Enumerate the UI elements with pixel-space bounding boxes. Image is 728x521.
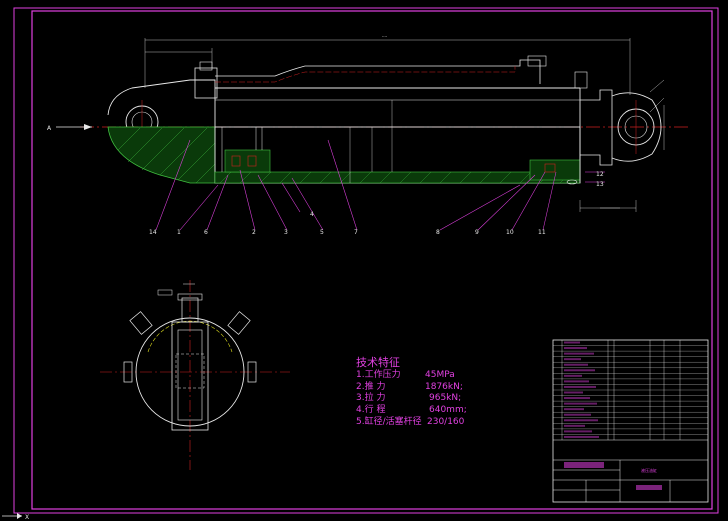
outer-frame xyxy=(13,7,719,514)
bom-grid xyxy=(553,345,708,435)
end-view-right-port xyxy=(227,311,251,335)
bom-cell-text-mark xyxy=(564,347,587,350)
bom-cell-text-mark xyxy=(564,374,582,377)
oil-tube-outer xyxy=(215,59,541,84)
tech-spec-block: 技术特征 1.工作压力 45MPa 2.推 力 1876kN; 3.拉 力 96… xyxy=(356,355,467,427)
bom-cell-text-mark xyxy=(564,380,589,383)
piston-seal-2 xyxy=(247,155,257,167)
left-clevis-section xyxy=(107,126,216,184)
leader-lines xyxy=(155,139,605,231)
end-view-clevis-inner xyxy=(177,329,203,421)
part-number-2: 2 xyxy=(252,229,256,236)
bom-cell-text-mark xyxy=(564,358,581,361)
title-block-stamp xyxy=(636,485,662,490)
barrel-wall-hatch xyxy=(214,171,581,184)
part-number-14: 14 xyxy=(149,229,157,236)
right-clevis-outline xyxy=(611,92,662,162)
title-block: 液压油缸 xyxy=(552,339,709,503)
end-view-left-port xyxy=(129,311,153,335)
tech-spec-label-1: 1.工作压力 xyxy=(356,368,401,380)
oil-tube-center xyxy=(215,66,516,83)
end-view-rod-hidden xyxy=(175,353,205,389)
bom-columns xyxy=(561,340,681,440)
end-view-top-port-cap xyxy=(177,293,203,301)
end-view-left-lug xyxy=(123,361,133,383)
part-number-8: 8 xyxy=(436,229,440,236)
end-view-right-lug xyxy=(247,361,257,383)
bom-cell-text-mark xyxy=(564,413,591,416)
part-number-13: 13 xyxy=(596,181,604,188)
tech-spec-label-3: 3.拉 力 xyxy=(356,391,385,403)
end-view-bolt-circle xyxy=(147,320,233,353)
tech-spec-label-4: 4.行 程 xyxy=(356,403,385,415)
arrow-head xyxy=(84,124,92,130)
left-port-cap xyxy=(199,61,213,71)
piston-section xyxy=(224,149,271,173)
part-number-10: 10 xyxy=(506,229,514,236)
part-number-11: 11 xyxy=(538,229,546,236)
part-number-5: 5 xyxy=(320,229,324,236)
bom-cell-text-mark xyxy=(564,424,585,427)
right-port-cap xyxy=(527,55,547,67)
end-view-top-port xyxy=(181,297,199,323)
part-number-4: 4 xyxy=(310,211,314,218)
end-view-lower-arc xyxy=(135,371,245,427)
title-block-lower xyxy=(553,439,708,502)
part-number-9: 9 xyxy=(475,229,479,236)
title-block-company-box xyxy=(564,462,604,468)
title-block-frame xyxy=(552,339,709,503)
tech-spec-label-5: 5.缸径/活塞杆径 xyxy=(356,415,422,427)
barrel-wall-hatch-lines xyxy=(219,171,572,184)
tech-spec-value-4: 640mm; xyxy=(429,405,467,415)
bom-cell-text-mark xyxy=(564,385,596,388)
title-block-drawing-name: 液压油缸 xyxy=(641,467,657,473)
bom-cell-text-mark xyxy=(564,435,599,438)
left-hatch xyxy=(117,127,216,184)
part-number-6: 6 xyxy=(204,229,208,236)
bom-cell-text-mark xyxy=(564,391,583,394)
cylinder-section-view: A xyxy=(47,34,690,236)
gland-seal xyxy=(544,163,556,173)
part-number-7: 7 xyxy=(354,229,358,236)
tech-spec-value-3: 965kN; xyxy=(429,393,461,403)
gland-bolt xyxy=(566,179,578,185)
section-marker-label: A xyxy=(47,125,52,132)
left-port-block xyxy=(194,67,218,99)
bom-cell-text-mark xyxy=(564,363,588,366)
end-view-note-box xyxy=(157,289,173,296)
bom-cell-text-mark xyxy=(564,430,592,433)
bom-cell-text-mark xyxy=(564,352,594,355)
bom-cell-text-mark xyxy=(564,341,580,344)
tech-spec-title: 技术特征 xyxy=(356,355,400,369)
rod-end-flange xyxy=(574,71,588,89)
bom-cell-text-mark xyxy=(564,402,597,405)
end-view-upper-arc xyxy=(135,317,245,373)
bom-cell-text-mark xyxy=(564,408,584,411)
bom-cell-text-mark xyxy=(564,369,595,372)
part-number-3: 3 xyxy=(284,229,288,236)
end-view xyxy=(100,280,290,470)
bom-cell-text-mark xyxy=(564,397,590,400)
tech-spec-value-2: 1876kN; xyxy=(425,382,463,392)
bom-cell-fills xyxy=(564,341,599,438)
rod-end-neck xyxy=(580,89,613,166)
inner-frame xyxy=(31,10,713,510)
left-clevis-outline xyxy=(107,79,216,127)
part-number-1: 1 xyxy=(177,229,181,236)
bom-cell-text-mark xyxy=(564,419,598,422)
ucs-icon: X xyxy=(2,513,29,521)
tech-spec-value-5: 230/160 xyxy=(427,417,465,427)
piston-seal xyxy=(231,155,241,167)
dim-overall: ···· xyxy=(382,34,387,39)
tech-spec-label-2: 2.推 力 xyxy=(356,380,385,392)
ucs-x-label: X xyxy=(25,514,29,521)
part-number-12: 12 xyxy=(596,171,604,178)
dimensions xyxy=(144,38,665,212)
tech-spec-value-1: 45MPa xyxy=(425,370,455,380)
